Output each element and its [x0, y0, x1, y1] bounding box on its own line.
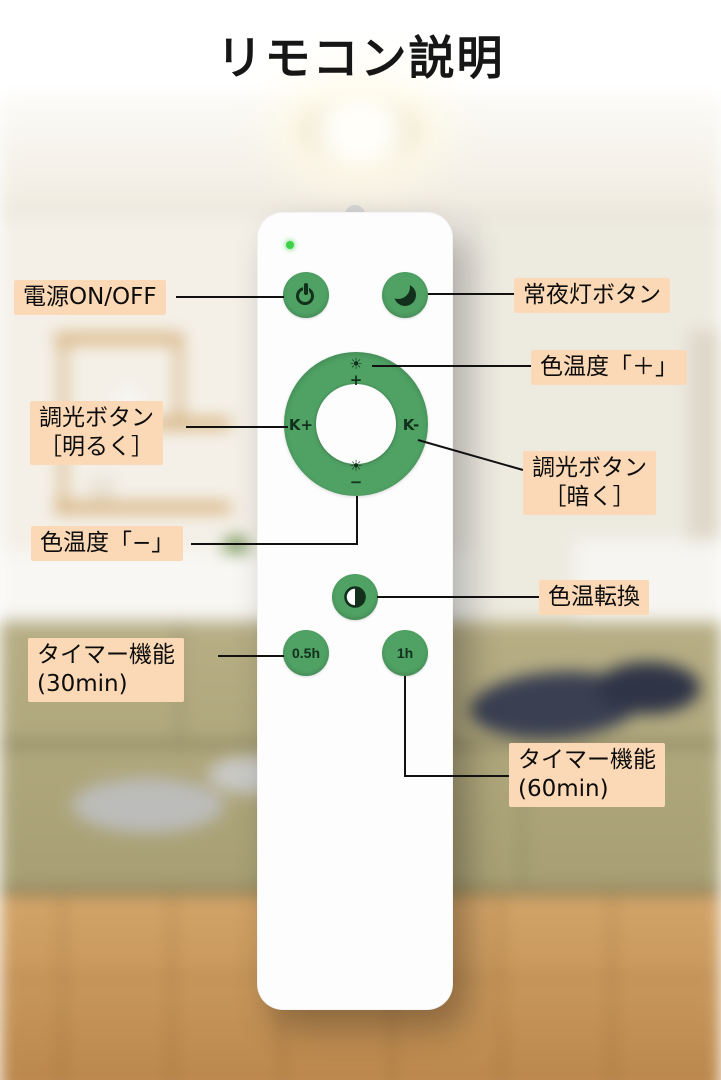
remote-control: ☀ + K+ K- ☀ − 0.5h 1h	[257, 205, 453, 1010]
callout-dimmer-darker: 調光ボタン ［暗く］	[523, 451, 656, 515]
callout-text: (30min)	[37, 670, 128, 697]
callout-text: (60min)	[518, 775, 609, 802]
timer-30min-button[interactable]: 0.5h	[283, 630, 329, 676]
callout-text: 色温転換	[548, 584, 640, 610]
callout-color-switch: 色温転換	[539, 580, 649, 615]
half-circle-icon	[344, 586, 366, 608]
floor-plank-seam	[610, 894, 614, 1080]
callout-text: ［明るく］	[39, 433, 154, 460]
callout-timer-60min: タイマー機能 (60min)	[509, 743, 665, 807]
page-title: リモコン説明	[216, 31, 505, 85]
callout-color-temp-minus: 色温度「−」	[31, 526, 184, 561]
color-temp-down-button[interactable]: ☀ −	[284, 459, 428, 490]
power-icon	[294, 283, 318, 307]
floor-plank-seam	[60, 894, 64, 1080]
callout-text: タイマー機能	[37, 642, 175, 668]
wall-shelf	[55, 333, 183, 344]
sun-icon: ☀	[349, 457, 363, 475]
floor-cushion-dark	[596, 662, 700, 714]
brightness-up-label[interactable]: K+	[288, 416, 314, 434]
dimmer-dial-ring[interactable]: ☀ + K+ K- ☀ −	[284, 352, 428, 496]
sun-icon: ☀	[349, 355, 363, 373]
tatami-seam	[520, 747, 524, 889]
brightness-down-label[interactable]: K-	[402, 416, 420, 434]
counter-edge	[0, 619, 470, 623]
callout-text: 色温度「＋」	[540, 354, 678, 380]
callout-dimmer-brighter: 調光ボタン ［明るく］	[30, 401, 163, 465]
plus-label: +	[349, 371, 363, 389]
shelf-post	[176, 344, 182, 429]
power-led-indicator	[286, 241, 294, 249]
floor-plank-seam	[500, 894, 504, 1080]
callout-text: 色温度「−」	[40, 530, 175, 556]
color-temp-up-button[interactable]: ☀ +	[284, 357, 428, 388]
callout-power: 電源ON/OFF	[14, 280, 166, 315]
callout-text: タイマー機能	[518, 747, 656, 773]
callout-color-temp-plus: 色温度「＋」	[531, 350, 687, 385]
wall-corner-line	[468, 214, 471, 624]
doorway-shadow	[688, 330, 721, 565]
night-light-button[interactable]	[382, 272, 428, 318]
wall-shelf	[55, 502, 231, 513]
callout-text: 調光ボタン	[532, 455, 647, 481]
floor-plank-seam	[170, 894, 174, 1080]
dial-center	[316, 384, 396, 464]
timer-60-label: 1h	[396, 645, 414, 661]
callout-text: 電源ON/OFF	[23, 284, 157, 310]
top-white-area	[0, 0, 721, 96]
callout-timer-30min: タイマー機能 (30min)	[28, 638, 184, 702]
color-switch-button[interactable]	[332, 574, 378, 620]
moon-icon	[392, 282, 418, 308]
callout-text: 調光ボタン	[39, 405, 154, 431]
ceiling-light	[295, 98, 425, 164]
timer-30-label: 0.5h	[291, 645, 320, 661]
power-button[interactable]	[283, 272, 329, 318]
shelf-box	[90, 478, 114, 502]
timer-60min-button[interactable]: 1h	[382, 630, 428, 676]
callout-text: 常夜灯ボタン	[523, 282, 661, 308]
callout-night-light: 常夜灯ボタン	[514, 278, 670, 313]
callout-text: ［暗く］	[543, 483, 636, 510]
minus-label: −	[349, 473, 363, 491]
floor-cushion-gray	[72, 778, 224, 833]
